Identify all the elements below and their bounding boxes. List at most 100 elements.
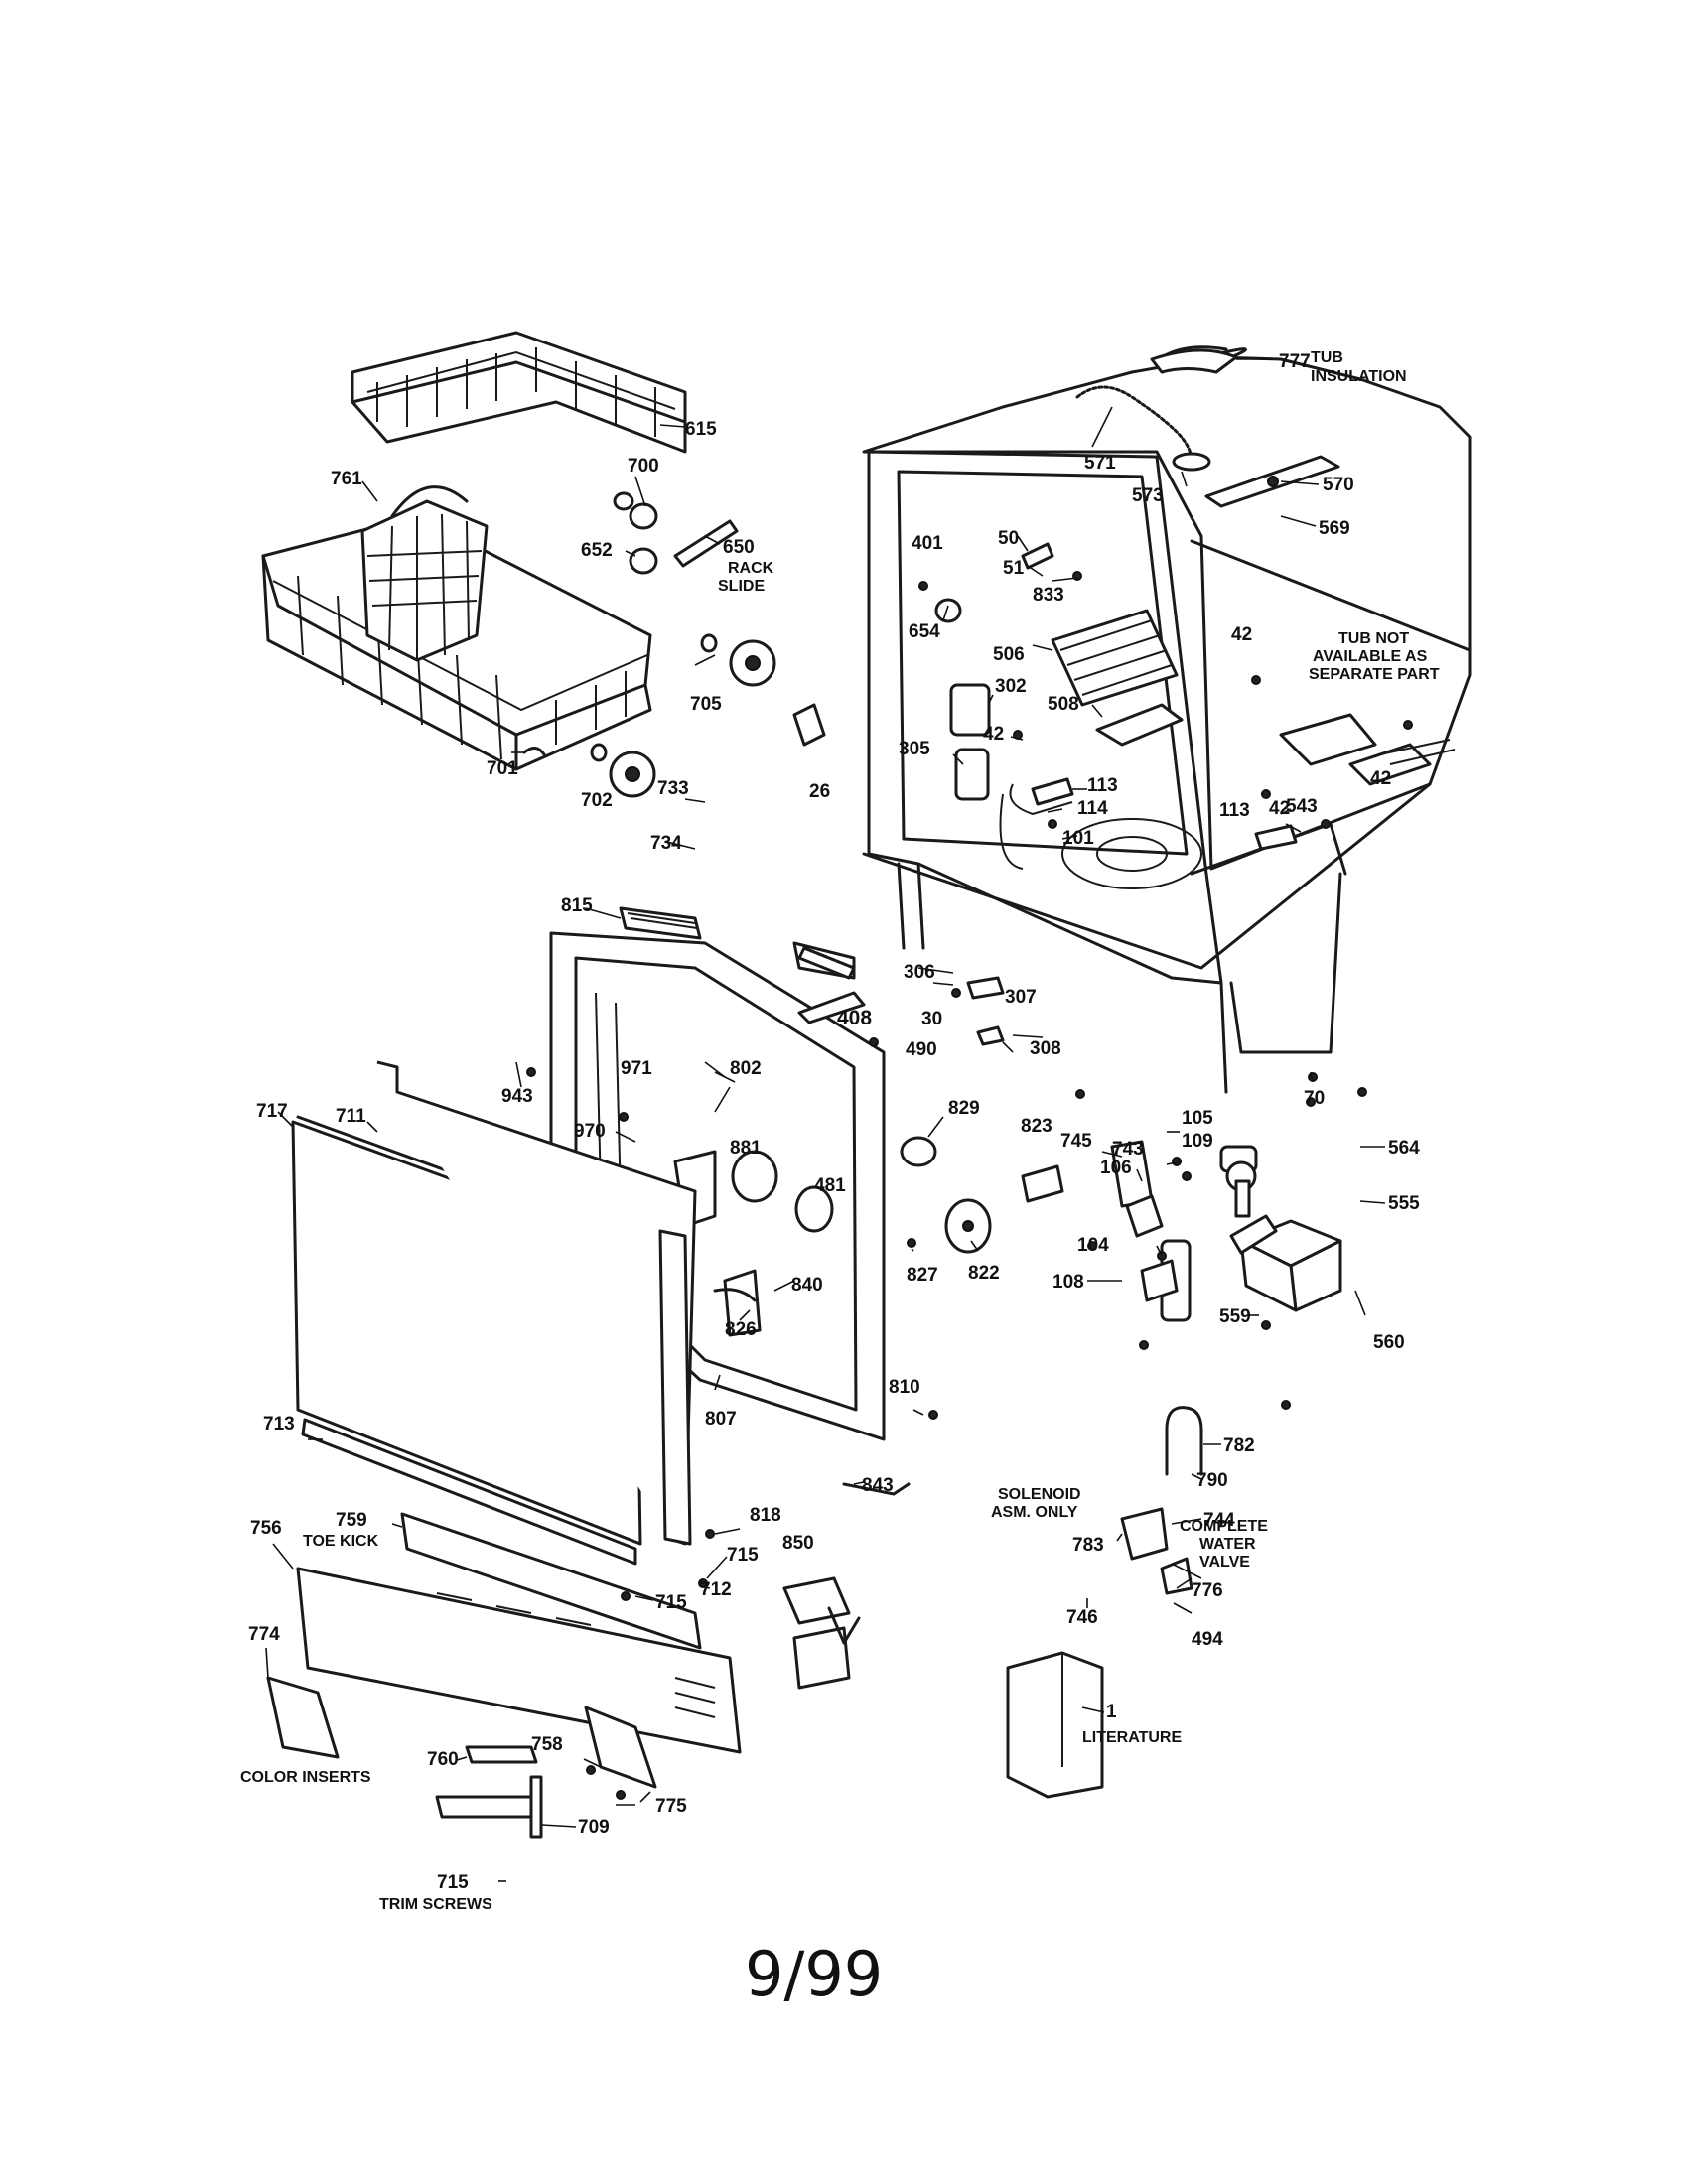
callout-850: 850	[782, 1533, 814, 1554]
heater-lid-and-components	[934, 542, 1298, 870]
color-insert-drawing	[266, 1676, 340, 1759]
callout-774: 774	[248, 1624, 280, 1645]
callout-615: 615	[685, 419, 717, 440]
callout-570: 570	[1323, 475, 1354, 495]
note-rack-slide-line-1: RACK	[728, 560, 774, 577]
note-solenoid-line-2: ASM. ONLY	[991, 1504, 1078, 1521]
callout-106: 106	[1100, 1158, 1132, 1178]
callout-776: 776	[1192, 1580, 1223, 1601]
callout-758: 758	[531, 1734, 563, 1755]
callout-818: 818	[750, 1505, 781, 1526]
water-valve-drawing	[1120, 1145, 1342, 1595]
callout-104: 104	[1077, 1235, 1109, 1256]
upper-rack-drawing	[351, 331, 687, 454]
text-notes: TUB INSULATION TUB NOT AVAILABLE AS SEPA…	[240, 349, 1440, 1913]
callout-782: 782	[1223, 1435, 1255, 1456]
rack-small-parts	[522, 491, 776, 798]
callout-802: 802	[730, 1058, 762, 1079]
callout-571: 571	[1084, 453, 1116, 474]
callout-490: 490	[906, 1039, 937, 1060]
callout-108: 108	[1052, 1272, 1084, 1293]
callout-109: 109	[1182, 1131, 1213, 1152]
callout-823: 823	[1021, 1116, 1052, 1137]
door-hinge-parts	[792, 703, 1005, 1046]
callout-650: 650	[723, 537, 755, 558]
callout-494: 494	[1192, 1629, 1223, 1650]
callout-481: 481	[814, 1175, 846, 1196]
callout-42-upper: 42	[1231, 624, 1252, 645]
outer-door-panel-drawing	[291, 1060, 697, 1566]
note-tub-insulation-line-1: TUB	[1311, 349, 1343, 366]
callout-783: 783	[1072, 1535, 1104, 1556]
callout-717: 717	[256, 1101, 288, 1122]
callout-775: 775	[655, 1796, 687, 1817]
tub-right-side-parts	[1279, 713, 1456, 786]
callout-827: 827	[907, 1265, 938, 1286]
callout-508: 508	[1048, 694, 1079, 715]
callout-746: 746	[1066, 1607, 1098, 1628]
callout-30: 30	[921, 1009, 942, 1029]
callout-42-lower: 42	[1269, 798, 1290, 819]
note-literature: LITERATURE	[1082, 1729, 1182, 1746]
literature-drawing	[1006, 1651, 1104, 1799]
note-tub-insulation-line-2: INSULATION	[1311, 368, 1407, 385]
callout-943: 943	[501, 1086, 533, 1107]
door-gasket-and-misc	[782, 1482, 911, 1690]
callout-105: 105	[1182, 1108, 1213, 1129]
note-toe-kick: TOE KICK	[303, 1533, 379, 1550]
callout-50: 50	[998, 528, 1019, 549]
callout-302: 302	[995, 676, 1027, 697]
callout-971: 971	[621, 1058, 652, 1079]
callout-654: 654	[909, 621, 940, 642]
callout-822: 822	[968, 1263, 1000, 1284]
toe-kick-drawing	[296, 1512, 742, 1789]
note-trim-screws: TRIM SCREWS	[379, 1896, 492, 1913]
note-tub-not-available-line-3: SEPARATE PART	[1309, 666, 1440, 683]
callout-114: 114	[1077, 798, 1108, 819]
page-date-footer: 9/99	[745, 1938, 883, 2010]
callout-101: 101	[1062, 828, 1094, 849]
callout-777: 777	[1279, 351, 1311, 372]
callout-761: 761	[331, 469, 362, 489]
callout-700: 700	[628, 456, 659, 477]
note-complete-water-valve-line-2: WATER	[1199, 1536, 1256, 1553]
callout-51: 51	[1003, 558, 1025, 579]
callout-506: 506	[993, 644, 1025, 665]
leader-lines	[265, 358, 1386, 1882]
callout-307: 307	[1005, 987, 1037, 1008]
callout-833: 833	[1033, 585, 1064, 606]
tub-top-bracket-drawing	[1204, 455, 1340, 508]
note-complete-water-valve-line-3: VALVE	[1199, 1554, 1250, 1570]
callout-826: 826	[725, 1319, 757, 1340]
callout-715-bottom: 715	[437, 1872, 469, 1893]
note-tub-not-available-line-2: AVAILABLE AS	[1313, 648, 1428, 665]
callout-408: 408	[837, 1007, 872, 1029]
note-tub-not-available-line-1: TUB NOT	[1338, 630, 1409, 647]
callout-815: 815	[561, 895, 593, 916]
callout-113-left: 113	[1087, 775, 1118, 796]
callout-573: 573	[1132, 485, 1164, 506]
callout-543: 543	[1286, 796, 1318, 817]
callout-733: 733	[657, 778, 689, 799]
note-rack-slide-line-2: SLIDE	[718, 578, 765, 595]
callout-759: 759	[336, 1510, 367, 1531]
callout-712: 712	[700, 1579, 732, 1600]
callout-734: 734	[650, 833, 682, 854]
callout-401: 401	[912, 533, 943, 554]
note-solenoid-line-1: SOLENOID	[998, 1486, 1081, 1503]
callout-790: 790	[1196, 1470, 1228, 1491]
callout-881: 881	[730, 1138, 762, 1159]
callout-1: 1	[1106, 1702, 1117, 1722]
note-complete-water-valve-line-1: COMPLETE	[1180, 1518, 1268, 1535]
callout-559: 559	[1219, 1306, 1251, 1327]
callout-843: 843	[862, 1475, 894, 1496]
callout-305: 305	[899, 739, 930, 759]
silverware-basket-drawing	[360, 485, 489, 662]
callout-807: 807	[705, 1409, 737, 1430]
callout-555: 555	[1388, 1193, 1420, 1214]
callout-756: 756	[250, 1518, 282, 1539]
callout-709: 709	[578, 1817, 610, 1838]
callout-42-right: 42	[1370, 768, 1391, 789]
callout-840: 840	[791, 1275, 823, 1296]
note-color-inserts: COLOR INSERTS	[240, 1769, 371, 1786]
